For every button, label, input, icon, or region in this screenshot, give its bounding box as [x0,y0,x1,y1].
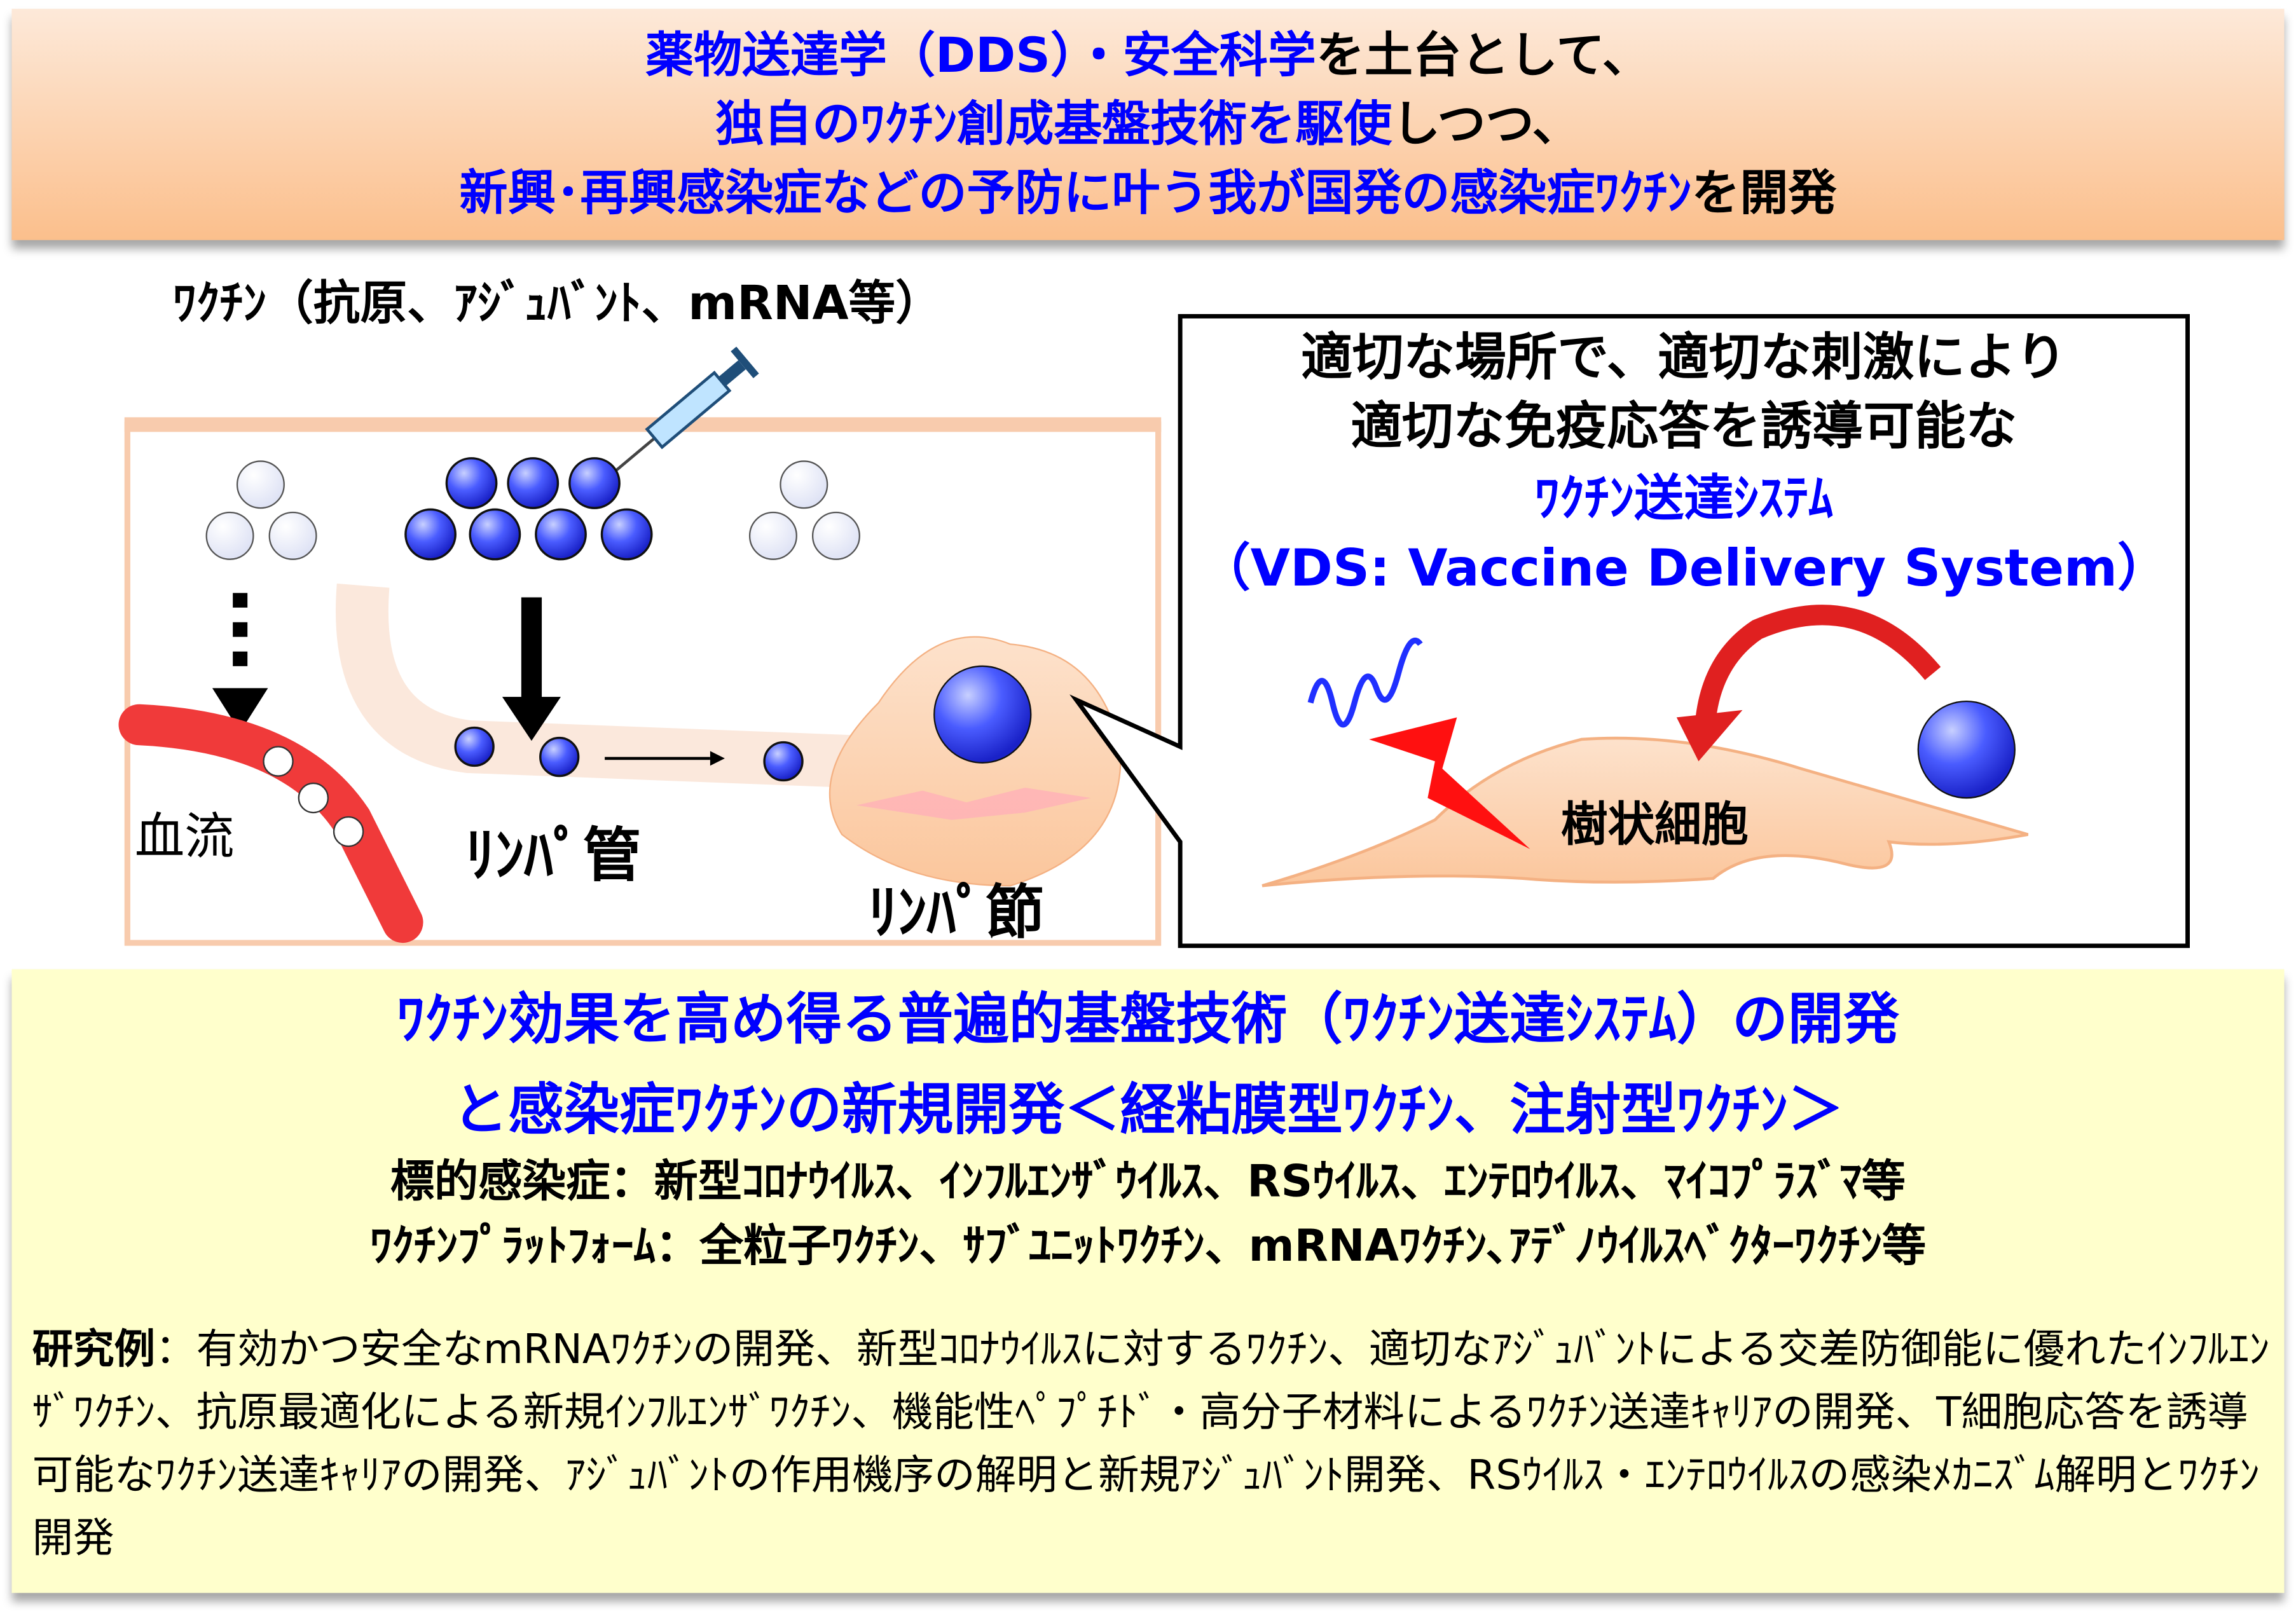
lymph-particles [454,726,804,782]
research-examples-text: ：有効かつ安全なmRNAﾜｸﾁﾝの開発、新型ｺﾛﾅｳｲﾙｽに対するﾜｸﾁﾝ、適切… [32,1325,2270,1563]
curved-arrow-icon [1695,605,1941,719]
summary-title-2: と感染症ﾜｸﾁﾝの新規開発＜経粘膜型ﾜｸﾁﾝ、注射型ﾜｸﾁﾝ＞ [452,1077,1844,1142]
callout-box [1069,313,2190,949]
headline-black-text: しつつ、 [1392,95,1581,153]
headline-blue-text: 独自のﾜｸﾁﾝ創成基盤技術を駆使 [715,95,1392,153]
dashed-arrow-icon [212,593,268,732]
callout-line-1: 適切な場所で、適切な刺激により [1301,328,2066,388]
dendritic-cell [1261,736,2029,888]
white-particles-left [205,460,317,560]
headline-line-2: 独自のﾜｸﾁﾝ創成基盤技術を駆使しつつ、 [11,89,2284,158]
vaccine-platforms: ﾜｸﾁﾝﾌﾟﾗｯﾄﾌｫｰﾑ：全粒子ﾜｸﾁﾝ、ｻﾌﾞﾕﾆｯﾄﾜｸﾁﾝ、mRNAﾜｸ… [369,1221,1927,1273]
vaccine-particle [1917,700,2016,799]
headline-blue-text: 新興･再興感染症などの予防に叶う我が国発の感染症ﾜｸﾁﾝ [459,163,1692,221]
headline-line-1: 薬物送達学（DDS）・安全科学を土台として、 [11,20,2284,89]
headline-black-text: を開発 [1691,163,1837,221]
headline-banner: 薬物送達学（DDS）・安全科学を土台として、 独自のﾜｸﾁﾝ創成基盤技術を駆使し… [11,8,2285,240]
summary-panel: ﾜｸﾁﾝ効果を高め得る普遍的基盤技術（ﾜｸﾁﾝ送達ｼｽﾃﾑ）の開発 と感染症ﾜｸ… [11,969,2285,1593]
blood-flow-label: 血流 [135,808,235,866]
research-examples-label: 研究例 [32,1325,156,1374]
vaccine-label: ﾜｸﾁﾝ（抗原、ｱｼﾞｭﾊﾞﾝﾄ、mRNA等） [173,277,942,331]
lymph-node-particle [933,665,1032,764]
syringe-icon [614,346,759,472]
mrna-icon [1307,638,1423,728]
target-diseases: 標的感染症：新型ｺﾛﾅｳｲﾙｽ、ｲﾝﾌﾙｴﾝｻﾞｳｲﾙｽ、RSｳｲﾙｽ、ｴﾝﾃﾛ… [390,1156,1906,1208]
lymph-node-label: ﾘﾝﾊﾟ節 [869,879,1044,947]
dendritic-cell-label: 樹状細胞 [1561,798,1749,852]
headline-line-3: 新興･再興感染症などの予防に叶う我が国発の感染症ﾜｸﾁﾝを開発 [11,158,2284,227]
immune-cells [856,787,1091,820]
callout-line-3: ﾜｸﾁﾝ送達ｼｽﾃﾑ [1534,470,1833,528]
research-examples: 研究例：有効かつ安全なmRNAﾜｸﾁﾝの開発、新型ｺﾛﾅｳｲﾙｽに対するﾜｸﾁﾝ… [32,1318,2270,1570]
skin-surface [124,417,1162,432]
vaccine-delivery-diagram: ﾜｸﾁﾝ（抗原、ｱｼﾞｭﾊﾞﾝﾄ、mRNA等） 血流 [118,277,2190,949]
callout-line-4: （VDS: Vaccine Delivery System） [1199,538,2168,598]
lymph-vessel [336,583,851,788]
lymph-vessel-label: ﾘﾝﾊﾟ管 [465,821,641,889]
blood-particles [263,746,364,847]
solid-arrow-icon [521,597,542,700]
headline-blue-text: 薬物送達学（DDS）・安全科学 [645,26,1316,84]
callout-line-2: 適切な免疫応答を誘導可能な [1351,397,2017,456]
solid-arrow-head [502,697,561,741]
blue-vaccine-particles [404,457,653,561]
lightning-icon [1369,717,1530,849]
headline-black-text: を土台として、 [1316,26,1651,84]
summary-title-1: ﾜｸﾁﾝ効果を高め得る普遍的基盤技術（ﾜｸﾁﾝ送達ｼｽﾃﾑ）の開発 [397,987,1899,1052]
white-particles-right [748,460,860,560]
